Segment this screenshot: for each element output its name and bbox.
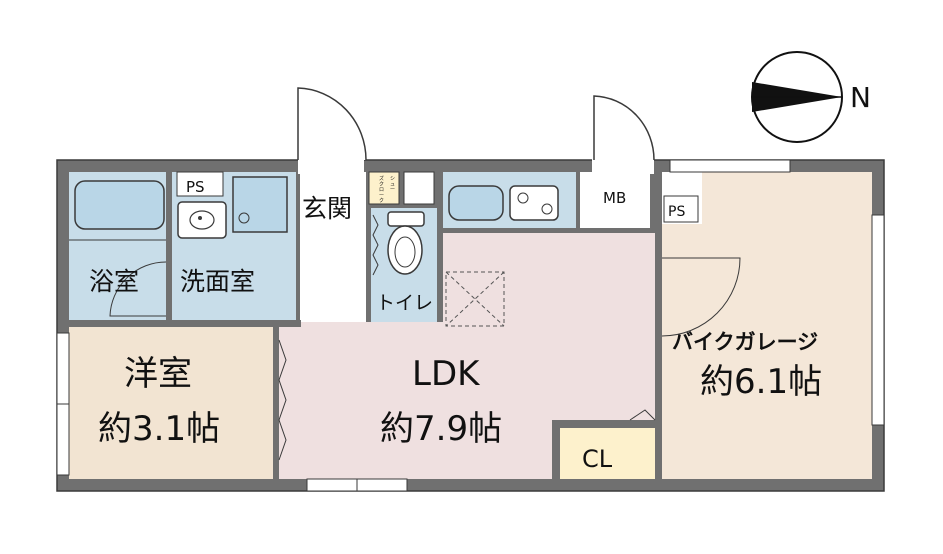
bath-western-wall — [69, 320, 301, 327]
refrigerator-space — [445, 271, 505, 327]
ldk-size: 約7.9帖 — [380, 409, 502, 449]
western-room-size: 約3.1帖 — [98, 409, 220, 449]
toilet-door[interactable] — [372, 214, 379, 276]
pipe-space-2 — [663, 195, 699, 223]
washing-machine-pan-icon — [232, 176, 288, 233]
kitchen-wall — [443, 228, 655, 233]
entrance-label: 玄関 — [302, 194, 352, 223]
meter-box-label: MB — [603, 189, 626, 207]
toilet-wall-right — [437, 172, 443, 322]
closet-door[interactable] — [629, 409, 656, 421]
mb-door-swing[interactable] — [593, 95, 655, 161]
entrance-door-swing[interactable] — [297, 87, 367, 161]
closet-label: CL — [582, 445, 613, 473]
garage-name: バイクガレージ — [672, 330, 818, 354]
compass-north-label: N — [850, 81, 871, 114]
closet-wall-left — [552, 420, 560, 479]
garage-side-opening — [871, 214, 885, 426]
bath-door-swing[interactable] — [109, 261, 167, 317]
shoe-closet — [368, 171, 400, 205]
entrance-wall-right — [366, 172, 371, 322]
western-room-floor — [69, 327, 273, 479]
entrance-floor — [298, 172, 366, 322]
closet-wall-top — [552, 420, 655, 428]
western-ldk-wall — [273, 327, 279, 479]
shoe-closet-label: シューズクローク — [379, 175, 395, 204]
ldk-name: LDK — [412, 354, 481, 394]
western-room-name: 洋室 — [124, 354, 192, 394]
pipe-space-1-label: PS — [186, 178, 205, 196]
bath-label: 浴室 — [89, 267, 139, 296]
bathtub-icon — [74, 180, 165, 230]
ldk-garage-wall — [655, 172, 662, 479]
entrance-wall-left — [296, 172, 300, 322]
meter-box-area — [580, 172, 650, 228]
entrance-door-opening — [298, 158, 364, 174]
ldk-floor — [278, 232, 655, 479]
western-room-door[interactable] — [278, 339, 287, 461]
pipe-space-2-label: PS — [668, 204, 685, 220]
washroom-label: 洗面室 — [180, 267, 255, 296]
garage-size: 約6.1帖 — [700, 362, 822, 402]
garage-door-swing[interactable] — [661, 257, 741, 337]
pipe-space-1 — [176, 171, 224, 197]
toilet-tank-icon — [387, 211, 425, 227]
mb-door-opening — [592, 158, 654, 174]
entrance-storage — [403, 171, 435, 205]
kitchen-mb-wall — [576, 172, 580, 232]
kitchen-sink-icon — [448, 185, 504, 221]
toilet-label: トイレ — [376, 292, 433, 314]
closet-floor — [560, 428, 655, 479]
garage-window — [669, 159, 791, 173]
bath-wash-wall — [166, 172, 172, 322]
stove-icon — [509, 185, 559, 221]
compass: N — [751, 51, 871, 143]
